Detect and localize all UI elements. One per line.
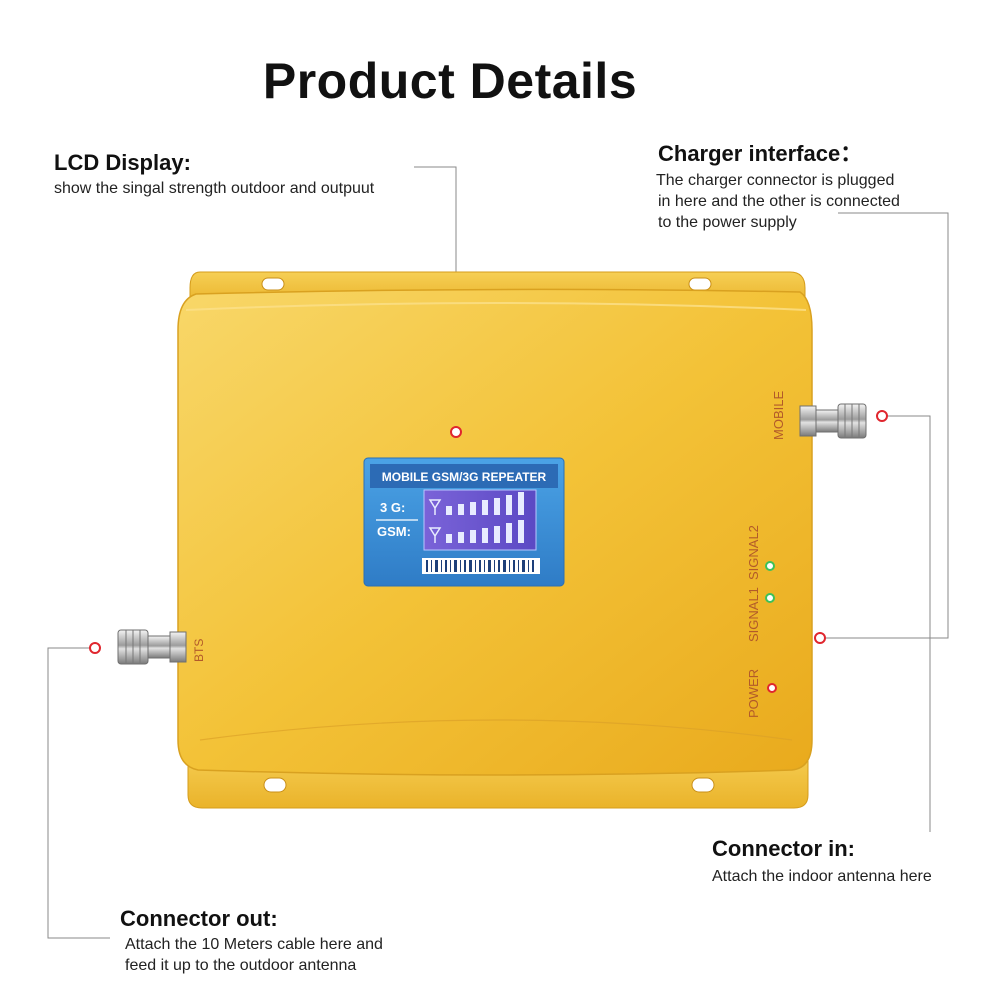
lcd-callout: LCD Display: show the singal strength ou… bbox=[54, 150, 374, 199]
charger-callout: Charger interface： The charger connector… bbox=[656, 136, 900, 233]
signal-bars-gsm bbox=[446, 520, 524, 543]
mobile-marker bbox=[876, 410, 888, 422]
charger-callout-desc-line3: to the power supply bbox=[658, 214, 797, 231]
page-title: Product Details bbox=[262, 53, 638, 109]
leader-lines bbox=[47, 166, 949, 939]
signal1-led bbox=[765, 593, 775, 603]
power-label: POWER bbox=[746, 669, 761, 718]
antenna-icon bbox=[428, 527, 442, 543]
signal2-label: SIGNAL2 bbox=[746, 525, 761, 580]
lcd-display bbox=[363, 457, 565, 587]
charger-leader-line bbox=[826, 212, 949, 639]
connector-out-desc-line1: Attach the 10 Meters cable here and bbox=[125, 936, 383, 953]
connector-in-callout: Connector in: Attach the indoor antenna … bbox=[712, 836, 932, 887]
connector-out-callout: Connector out: Attach the 10 Meters cabl… bbox=[120, 906, 383, 976]
connector-out-desc-line2: feed it up to the outdoor antenna bbox=[125, 957, 357, 974]
bts-port-label: BTS bbox=[192, 639, 206, 662]
signal-bars-3g bbox=[446, 492, 524, 515]
connector-in-heading: Connector in: bbox=[712, 836, 855, 861]
antenna-icon bbox=[428, 499, 442, 515]
band-3g-label: 3 G: bbox=[380, 500, 405, 515]
band-gsm-label: GSM: bbox=[377, 524, 411, 539]
connector-out-heading: Connector out: bbox=[120, 906, 278, 931]
barcode bbox=[422, 558, 540, 574]
power-led bbox=[767, 683, 777, 693]
lcd-callout-desc: show the singal strength outdoor and out… bbox=[54, 180, 375, 197]
lcd-callout-heading: LCD Display: bbox=[54, 150, 191, 175]
lcd-header-label: MOBILE GSM/3G REPEATER bbox=[382, 470, 547, 484]
mobile-port-label: MOBILE bbox=[771, 391, 786, 440]
signal2-led bbox=[765, 561, 775, 571]
bts-marker bbox=[89, 642, 101, 654]
connector-in-desc: Attach the indoor antenna here bbox=[712, 868, 932, 885]
charger-callout-desc-line2: in here and the other is connected bbox=[658, 193, 900, 210]
connector-in-leader-line bbox=[888, 415, 931, 832]
callout-markers bbox=[89, 410, 888, 654]
signal1-label: SIGNAL1 bbox=[746, 587, 761, 642]
mobile-connector bbox=[799, 403, 867, 439]
charger-marker bbox=[814, 632, 826, 644]
lcd-marker bbox=[450, 426, 462, 438]
charger-callout-heading: Charger interface： bbox=[658, 141, 863, 166]
connector-out-leader-line bbox=[47, 647, 110, 939]
charger-callout-desc-line1: The charger connector is plugged bbox=[656, 172, 895, 189]
bts-connector bbox=[117, 629, 187, 665]
